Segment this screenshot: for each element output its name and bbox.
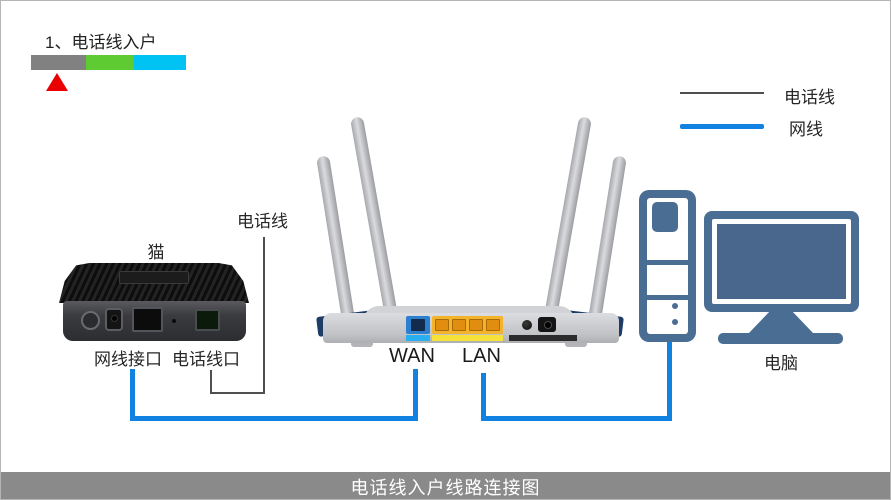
router-wan-port-icon (411, 319, 425, 331)
computer-tower-button-icon (672, 319, 678, 325)
phone-line-annotation: 电话线 (237, 212, 288, 231)
legend-phone-line-swatch (680, 92, 764, 94)
monitor-stand-neck (748, 312, 814, 334)
network-cable-lan-to-pc (481, 416, 672, 421)
modem-label: 猫 (147, 243, 165, 262)
modem-phone-port-label: 电话线口 (172, 350, 240, 369)
network-cable-lan-to-pc (667, 340, 672, 421)
modem-reset-pinhole-icon (172, 319, 176, 323)
network-cable-modem-to-wan (130, 369, 135, 421)
modem-logo (119, 271, 189, 284)
router-rear-label-strip (509, 335, 577, 341)
legend-network-cable-swatch (680, 124, 764, 129)
phone-cable-segment (263, 237, 265, 394)
computer-tower-divider (647, 295, 688, 300)
phone-cable-segment (210, 370, 212, 394)
progress-segment-3 (134, 55, 186, 70)
router-reset-button-icon (522, 320, 532, 330)
legend-phone-line-label: 电话线 (784, 88, 835, 107)
router-lan-port-icon (435, 319, 449, 331)
modem-ethernet-port-icon (132, 307, 163, 332)
current-step-marker-icon (46, 73, 68, 91)
lan-port-label: LAN (462, 345, 501, 367)
router-lan-port-icon (469, 319, 483, 331)
router-lan-port-icon (452, 319, 466, 331)
progress-segment-2 (86, 55, 134, 70)
network-cable-modem-to-wan (130, 416, 418, 421)
network-cable-modem-to-wan (413, 369, 418, 421)
modem-dc-hole-icon (111, 315, 118, 322)
computer-tower-button-icon (672, 303, 678, 309)
progress-segment-current (31, 55, 86, 70)
router-lan-port-icon (486, 319, 500, 331)
modem-phone-port-icon (195, 309, 220, 331)
progress-bar (31, 55, 186, 70)
router-lan-color-strip (432, 335, 503, 341)
network-cable-lan-to-pc (481, 373, 486, 421)
computer-tower-panel (647, 198, 688, 334)
router-foot (565, 342, 587, 347)
legend-network-cable-label: 网线 (789, 120, 823, 139)
router-power-hole-icon (544, 321, 552, 329)
diagram-title-bar: 电话线入户线路连接图 (1, 472, 890, 499)
router-wan-color-strip (406, 335, 430, 341)
step-title: 1、电话线入户 (45, 33, 157, 52)
monitor-bezel (712, 219, 851, 304)
monitor-stand-base (718, 333, 843, 344)
computer-tower-icon (639, 190, 696, 342)
diagram-title: 电话线入户线路连接图 (350, 477, 541, 498)
router-lan-port-area (432, 316, 503, 334)
computer-drive-bay (652, 202, 678, 232)
computer-monitor-icon (704, 211, 859, 312)
modem-power-button-icon (81, 311, 100, 330)
monitor-screen (717, 224, 846, 299)
phone-cable-segment (210, 392, 265, 394)
modem-port-labels: 网线接口 电话线口 (94, 345, 254, 370)
modem-ethernet-port-label: 网线接口 (94, 350, 162, 369)
computer-tower-divider (647, 260, 688, 265)
computer-label: 电脑 (764, 354, 798, 373)
router-foot (351, 342, 373, 347)
wan-port-label: WAN (389, 345, 435, 367)
